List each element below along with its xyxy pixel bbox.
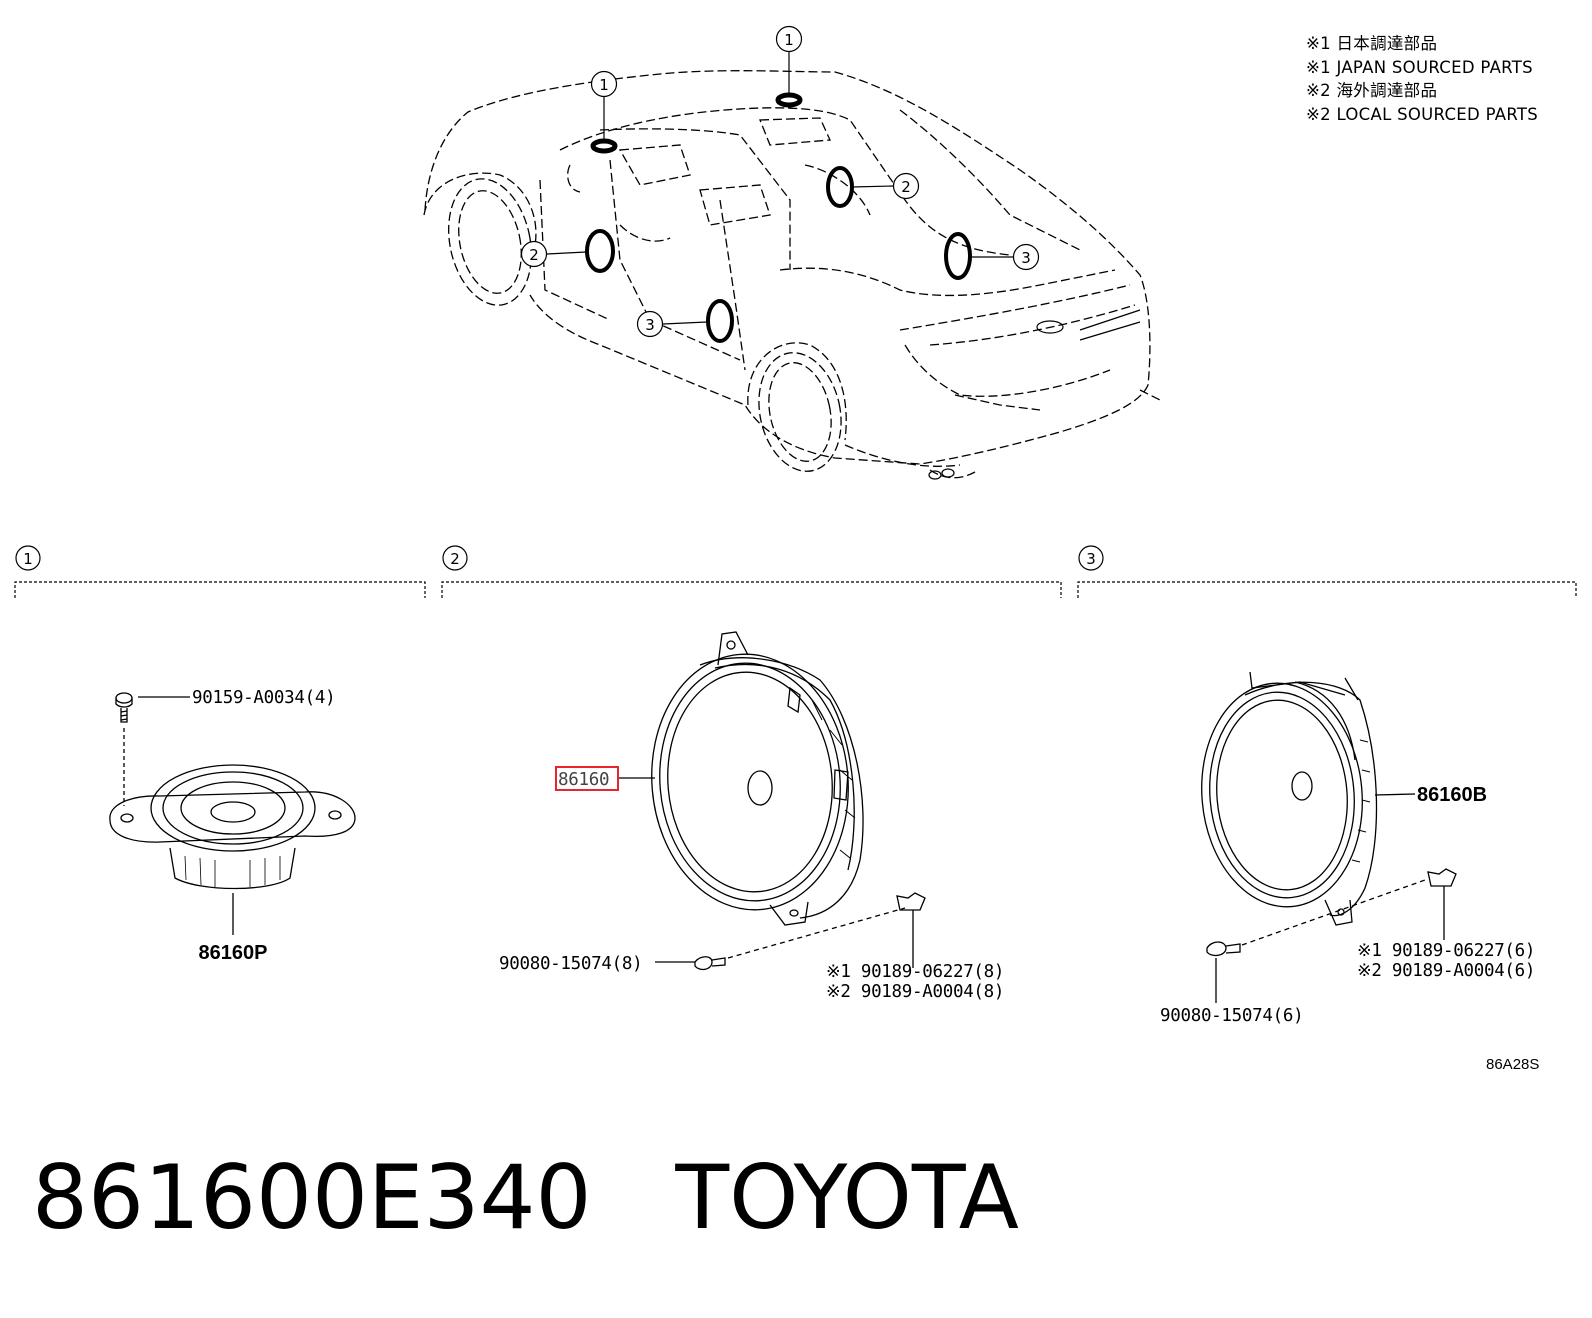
- part-label-bolt-90080-8: 90080-15074(8): [499, 954, 642, 974]
- section-number: 3: [1086, 550, 1096, 568]
- callout-circle-2-b: 2: [892, 172, 920, 200]
- car-illustration: [423, 70, 1161, 479]
- footer-part-number: 861600E340: [32, 1146, 592, 1249]
- legend-line-2: ※1 JAPAN SOURCED PARTS: [1306, 57, 1533, 77]
- rear-speaker-drawing: [1201, 671, 1457, 1003]
- front-speaker-drawing: [619, 631, 926, 971]
- callout-circle-1-b: 1: [775, 25, 803, 53]
- section-2-marker: 2: [442, 545, 468, 571]
- legend-line-3: ※2 海外調達部品: [1306, 81, 1438, 100]
- part-label-clip-japan-8: ※1 90189-06227(8): [826, 962, 1004, 982]
- part-label-86160P: 86160P: [199, 942, 268, 964]
- part-label-bolt-90080-6: 90080-15074(6): [1160, 1006, 1303, 1026]
- callout-number: 1: [599, 76, 609, 94]
- callout-circle-3-b: 3: [636, 310, 664, 338]
- section-3-marker: 3: [1078, 545, 1104, 571]
- section-number: 2: [450, 550, 460, 568]
- part-label-86160B: 86160B: [1417, 784, 1487, 806]
- car-callouts: 1 1 2 2 3 3: [520, 25, 1040, 338]
- speaker-location-markers: [585, 92, 972, 343]
- callout-number: 2: [901, 178, 911, 196]
- legend-line-4: ※2 LOCAL SOURCED PARTS: [1306, 104, 1539, 124]
- footer-brand: TOYOTA: [675, 1146, 1019, 1249]
- footer-title: 861600E340 TOYOTA: [32, 1148, 1019, 1248]
- highlight-box: [555, 766, 619, 791]
- callout-circle-1-a: 1: [590, 70, 618, 98]
- part-label-clip-local-8: ※2 90189-A0004(8): [826, 982, 1004, 1002]
- sourcing-legend: ※1 日本調達部品 ※1 JAPAN SOURCED PARTS ※2 海外調達…: [1306, 32, 1538, 126]
- section-number: 1: [23, 550, 33, 568]
- callout-circle-3-a: 3: [1012, 243, 1040, 271]
- callout-number: 3: [1021, 249, 1031, 267]
- callout-circle-2-a: 2: [520, 240, 548, 268]
- section-1-marker: 1: [15, 545, 41, 571]
- part-label-clip-japan-6: ※1 90189-06227(6): [1357, 941, 1535, 961]
- part-label-86160: 86160: [558, 770, 609, 790]
- callout-number: 2: [529, 246, 539, 264]
- legend-line-1: ※1 日本調達部品: [1306, 34, 1438, 53]
- callout-number: 1: [784, 31, 794, 49]
- part-label-clip-local-6: ※2 90189-A0004(6): [1357, 961, 1535, 981]
- diagram-code: 86A28S: [1486, 1056, 1540, 1073]
- section-brackets: [14, 581, 1577, 598]
- tweeter-drawing: [109, 692, 356, 935]
- part-label-screw-90159: 90159-A0034(4): [192, 688, 335, 708]
- callout-number: 3: [645, 316, 655, 334]
